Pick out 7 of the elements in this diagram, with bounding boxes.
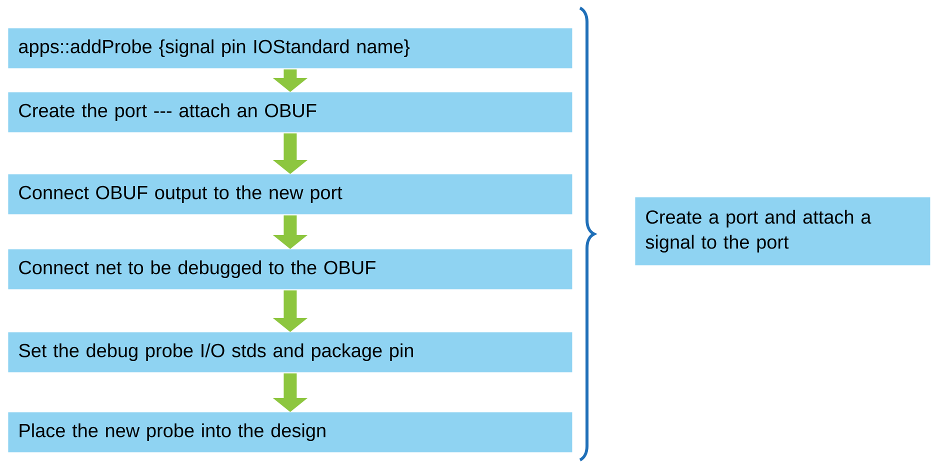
process-box: Connect OBUF output to the new port — [8, 174, 572, 214]
process-box: Connect net to be debugged to the OBUF — [8, 249, 572, 290]
process-box: Place the new probe into the design — [8, 412, 572, 452]
process-box: Create a port and attach a signal to the port — [635, 197, 930, 266]
process-box: Create the port --- attach an OBUF — [8, 92, 572, 132]
process-box: apps::addProbe {signal pin IOStandard name} — [8, 28, 572, 68]
process-box: Set the debug probe I/O stds and package pin — [8, 332, 572, 372]
